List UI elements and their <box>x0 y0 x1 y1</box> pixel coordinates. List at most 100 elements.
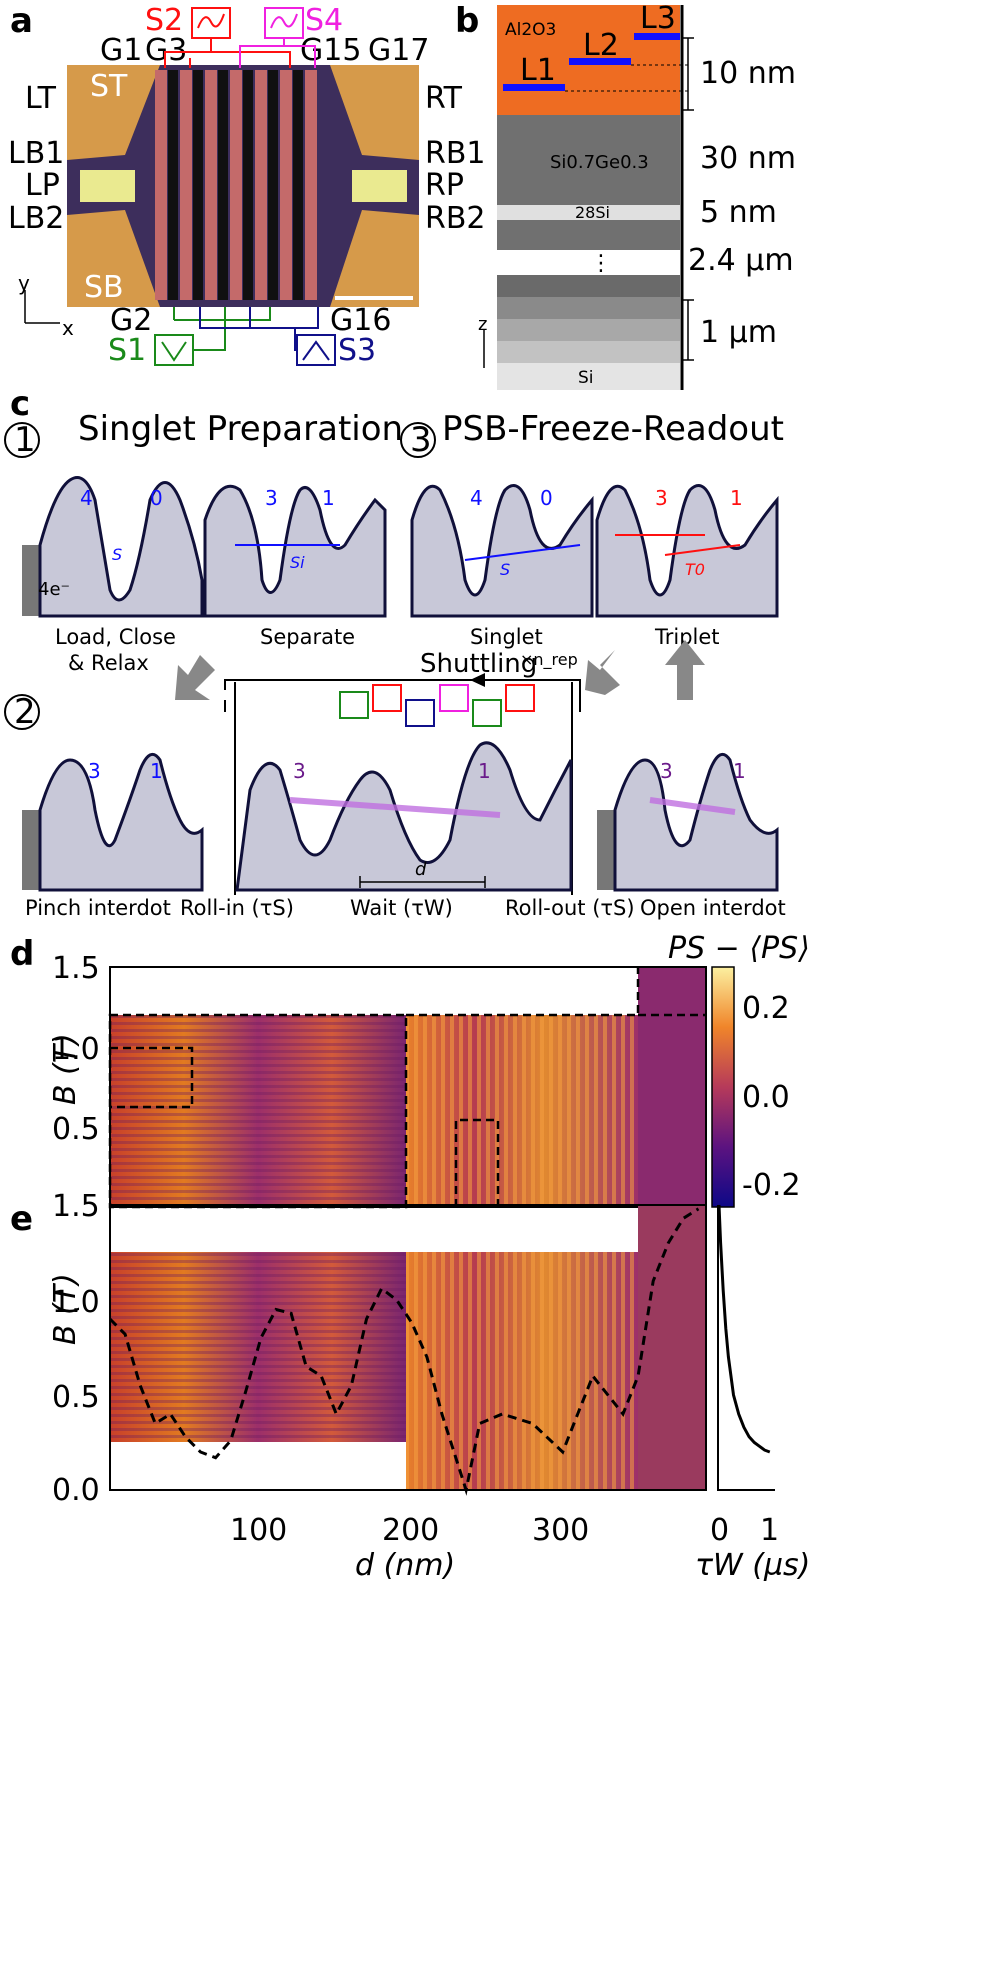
svg-text:T0: T0 <box>685 560 705 579</box>
label-g15: G15 <box>300 33 361 68</box>
svg-text:S: S <box>112 545 122 564</box>
svg-text:L2: L2 <box>583 28 619 63</box>
resonance-fit-curve <box>108 1207 700 1496</box>
svg-text:1: 1 <box>478 759 491 783</box>
step-2-badge <box>4 694 40 730</box>
svg-text:Roll-in (τS): Roll-in (τS) <box>180 896 294 920</box>
label-rt: RT <box>425 81 463 116</box>
right-plunger-region <box>352 170 407 202</box>
svg-text:Si: Si <box>578 368 594 388</box>
landscape-triplet: 3 1 T0 <box>595 470 779 618</box>
svg-text:4: 4 <box>470 486 483 510</box>
panel-b-label: b <box>455 1 479 41</box>
svg-text:2: 2 <box>14 692 36 732</box>
svg-text:0.5: 0.5 <box>52 1380 100 1415</box>
svg-text:1: 1 <box>733 759 746 783</box>
svg-text:0.5: 0.5 <box>52 1112 100 1147</box>
label-lt: LT <box>25 81 57 116</box>
step-3-title: PSB-Freeze-Readout <box>442 409 784 449</box>
svg-text:y: y <box>18 271 30 295</box>
svg-text:300: 300 <box>532 1513 589 1548</box>
panel-e-frame <box>109 1204 707 1491</box>
svg-text:1.0: 1.0 <box>52 1285 100 1320</box>
tau-w-xlabel: τW (µs) <box>695 1548 810 1583</box>
label-rb2: RB2 <box>425 201 486 236</box>
step-1-title: Singlet Preparation <box>78 409 403 449</box>
svg-text:1: 1 <box>322 486 335 510</box>
landscape-separate: 3 1 Si <box>203 470 387 618</box>
svg-text:z: z <box>478 314 487 335</box>
signal-s4-label: S4 <box>305 3 343 38</box>
svg-text:0.0: 0.0 <box>742 1080 790 1115</box>
label-g2: G2 <box>110 303 152 338</box>
label-lb2: LB2 <box>8 201 64 236</box>
label-g3: G3 <box>145 33 187 68</box>
gate-l2 <box>569 58 631 65</box>
label-rp: RP <box>425 168 464 203</box>
svg-text:1.5: 1.5 <box>52 1189 100 1224</box>
panel-d-label: d <box>10 934 34 974</box>
svg-text:1.5: 1.5 <box>52 951 100 986</box>
svg-text:Load, Close: Load, Close <box>55 625 176 649</box>
flow-arrow-3 <box>665 640 705 700</box>
svg-text:0.0: 0.0 <box>52 1473 100 1508</box>
e-xlabel: d (nm) <box>355 1548 455 1583</box>
svg-text:4e⁻: 4e⁻ <box>38 579 70 600</box>
panel-c-label: c <box>10 384 30 424</box>
panel-e-label: e <box>10 1199 33 1239</box>
colorbar <box>711 966 735 1208</box>
svg-text:x: x <box>62 316 74 340</box>
landscape-singlet: 4 0 S <box>410 470 594 618</box>
svg-text:3: 3 <box>655 486 668 510</box>
label-lb1: LB1 <box>8 136 64 171</box>
svg-text:1: 1 <box>730 486 743 510</box>
d-ylabel: B (T) <box>48 1033 83 1105</box>
label-g16: G16 <box>330 303 391 338</box>
landscape-shuttle: 3 1 d <box>235 741 573 892</box>
shuttling-title: Shuttling <box>420 649 537 679</box>
svg-text:3: 3 <box>410 420 432 460</box>
svg-text:100: 100 <box>230 1513 287 1548</box>
si28-well <box>497 205 680 220</box>
svg-text:0: 0 <box>540 486 553 510</box>
svg-text:30 nm: 30 nm <box>700 141 796 176</box>
e-ylabel: B (T) <box>48 1273 83 1345</box>
svg-text:200: 200 <box>382 1513 439 1548</box>
panel-a: a ST SB LT LB1 LP LB2 RT RB1 RP RB2 <box>8 1 486 368</box>
svg-text:⋮: ⋮ <box>590 251 612 276</box>
label-g17: G17 <box>368 33 429 68</box>
svg-text:3: 3 <box>265 486 278 510</box>
landscape-pinch: 3 1 <box>22 745 204 892</box>
label-rb1: RB1 <box>425 136 486 171</box>
svg-text:1: 1 <box>14 420 36 460</box>
svg-text:d: d <box>415 859 427 880</box>
step-1-badge <box>4 422 40 458</box>
svg-text:5 nm: 5 nm <box>700 195 777 230</box>
signal-s2-label: S2 <box>145 3 183 38</box>
signal-s3-label: S3 <box>338 333 376 368</box>
svg-text:3: 3 <box>660 759 673 783</box>
panel-a-label: a <box>10 1 33 41</box>
colorbar-title: PS − ⟨PS⟩ <box>668 931 810 966</box>
label-g1: G1 <box>100 33 142 68</box>
svg-text:Roll-out (τS): Roll-out (τS) <box>505 896 635 920</box>
panel-d-frame <box>109 966 707 1208</box>
svg-text:L1: L1 <box>520 53 556 88</box>
corner-st-label: ST <box>90 69 128 104</box>
svg-text:Open interdot: Open interdot <box>640 896 786 920</box>
corner-sb-label: SB <box>84 270 124 305</box>
svg-text:Pinch interdot: Pinch interdot <box>25 896 171 920</box>
svg-text:0: 0 <box>710 1513 729 1548</box>
svg-text:28Si: 28Si <box>575 203 610 222</box>
heatmap-e-right <box>638 1205 706 1490</box>
svg-text:×n_rep: ×n_rep <box>520 650 578 670</box>
svg-text:Si: Si <box>290 553 305 572</box>
step-3-badge <box>400 422 436 458</box>
oxide-label: Al2O3 <box>505 20 556 40</box>
svg-text:3: 3 <box>88 759 101 783</box>
panel-c: c 1 Singlet Preparation 3 PSB-Freeze-Rea… <box>4 384 786 920</box>
svg-text:0: 0 <box>150 486 163 510</box>
svg-text:0.2: 0.2 <box>742 991 790 1026</box>
sige-label: Si0.7Ge0.3 <box>550 152 649 173</box>
gate-l1 <box>503 84 565 91</box>
